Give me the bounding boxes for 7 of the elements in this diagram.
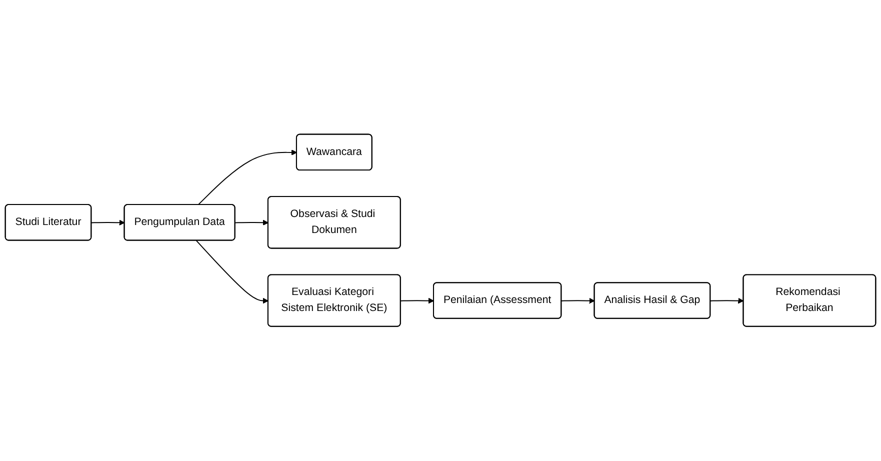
arrow bbox=[196, 240, 269, 304]
arrow bbox=[90, 220, 125, 226]
arrow bbox=[560, 298, 595, 304]
arrow bbox=[710, 298, 744, 304]
arrow bbox=[234, 220, 269, 226]
arrow bbox=[400, 298, 434, 304]
arrow bbox=[198, 150, 298, 206]
